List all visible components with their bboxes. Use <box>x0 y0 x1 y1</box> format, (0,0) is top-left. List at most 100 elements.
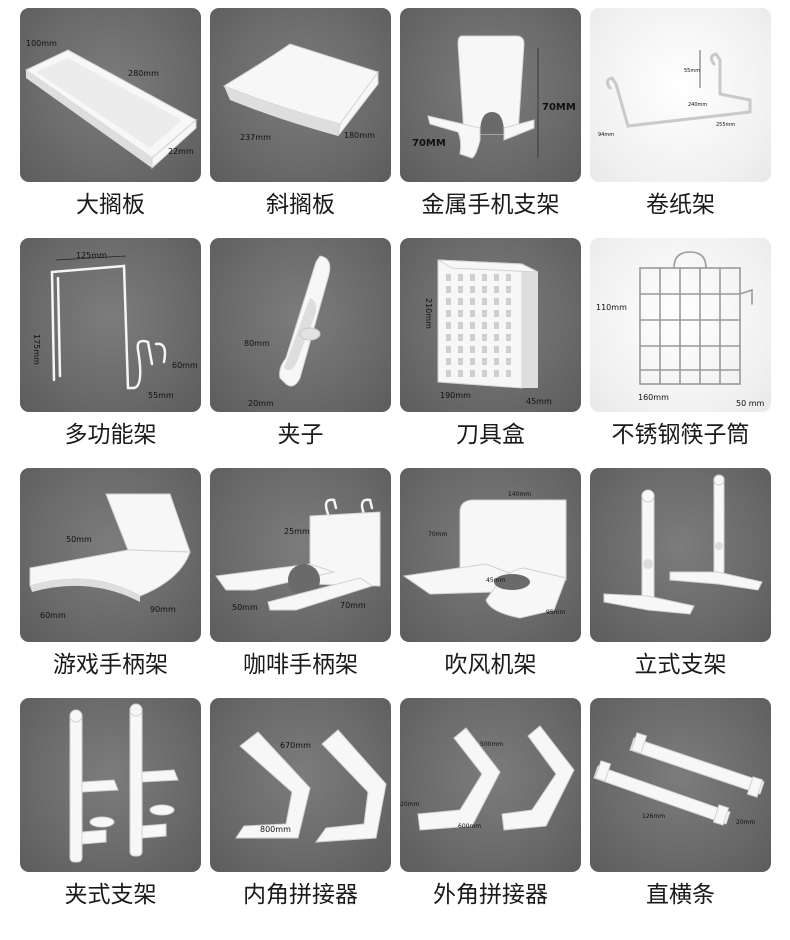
product-image-standing-bracket <box>590 468 771 642</box>
pegboard-hole <box>482 286 487 293</box>
product-card-clamp-bracket[interactable]: 夹式支架 <box>20 698 201 928</box>
product-name: 夹式支架 <box>64 882 157 908</box>
pegboard-hole <box>446 274 451 281</box>
pegboard-hole <box>506 310 511 317</box>
product-image-paper-holder: 55mm 240mm 94mm 255mm <box>590 8 771 182</box>
pegboard-hole <box>458 298 463 305</box>
dimension-label: 237mm <box>240 133 271 142</box>
product-card-coffee-handle-stand[interactable]: 25mm 50mm 70mm 咖啡手柄架 <box>210 468 391 698</box>
dimension-label: 70MM <box>542 102 576 113</box>
pegboard-hole <box>446 298 451 305</box>
dimension-label: 90mm <box>150 605 176 614</box>
dimension-label: 22mm <box>168 147 194 156</box>
pegboard-hole <box>446 370 451 377</box>
product-card-slanted-shelf[interactable]: 237mm 180mm 斜搁板 <box>210 8 391 238</box>
pegboard-hole <box>446 358 451 365</box>
pegboard-hole <box>458 322 463 329</box>
pegboard-hole <box>482 334 487 341</box>
pegboard-hole <box>506 322 511 329</box>
product-card-large-shelf[interactable]: 100mm 280mm 22mm 大搁板 <box>20 8 201 238</box>
product-name: 大搁板 <box>76 192 145 218</box>
product-name: 斜搁板 <box>266 192 335 218</box>
dimension-label: 175mm <box>32 334 41 365</box>
pegboard-hole <box>482 274 487 281</box>
pegboard-hole <box>494 286 499 293</box>
pegboard-hole <box>494 322 499 329</box>
product-card-outer-corner-connector[interactable]: 500mm 20mm 600mm 外角拼接器 <box>400 698 581 928</box>
dimension-label: 20mm <box>400 801 419 808</box>
dimension-label: 80mm <box>244 339 270 348</box>
pegboard-hole <box>494 298 499 305</box>
product-card-knife-box[interactable]: 210mm 190mm 45mm 刀具盒 <box>400 238 581 468</box>
pegboard-hole <box>506 370 511 377</box>
product-name: 咖啡手柄架 <box>243 652 358 678</box>
pegboard-hole <box>458 286 463 293</box>
product-card-multi-rack[interactable]: 125mm 175mm 60mm 55mm 多功能架 <box>20 238 201 468</box>
dimension-label: 50 mm <box>736 399 765 408</box>
pegboard-hole <box>506 346 511 353</box>
product-name: 多功能架 <box>64 422 157 448</box>
dimension-label: 94mm <box>598 132 614 138</box>
dimension-label: 20mm <box>248 399 274 408</box>
dimension-label: 60mm <box>40 611 66 620</box>
pegboard-hole <box>470 370 475 377</box>
dimension-label: 140mm <box>508 491 531 498</box>
pegboard-hole <box>506 298 511 305</box>
pegboard-hole <box>470 334 475 341</box>
pegboard-hole <box>458 334 463 341</box>
product-card-inner-corner-connector[interactable]: 670mm 800mm 内角拼接器 <box>210 698 391 928</box>
dimension-label: 20mm <box>736 819 755 826</box>
dimension-label: 45mm <box>526 397 552 406</box>
dimension-label: 70MM <box>412 138 446 149</box>
pegboard-hole <box>446 334 451 341</box>
product-image-inner-corner-connector: 670mm 800mm <box>210 698 391 872</box>
pegboard-hole <box>506 286 511 293</box>
pegboard-hole <box>470 346 475 353</box>
product-card-phone-stand[interactable]: 70MM 70MM 金属手机支架 <box>400 8 581 238</box>
dimension-label: 210mm <box>424 298 433 329</box>
product-card-hair-dryer-stand[interactable]: 140mm 70mm 45mm 95mm 吹风机架 <box>400 468 581 698</box>
product-image-gamepad-stand: 50mm 60mm 90mm <box>20 468 201 642</box>
dimension-label: 180mm <box>344 131 375 140</box>
product-image-clip: 80mm 20mm <box>210 238 391 412</box>
dimension-label: 190mm <box>440 391 471 400</box>
product-card-clip[interactable]: 80mm 20mm 夹子 <box>210 238 391 468</box>
product-image-large-shelf: 100mm 280mm 22mm <box>20 8 201 182</box>
product-card-standing-bracket[interactable]: 立式支架 <box>590 468 771 698</box>
pegboard-hole <box>458 358 463 365</box>
dimension-label: 60mm <box>172 361 198 370</box>
product-image-chopstick-holder: 110mm 160mm 50 mm <box>590 238 771 412</box>
pegboard-hole <box>470 310 475 317</box>
pegboard-hole <box>494 358 499 365</box>
pegboard-hole <box>506 274 511 281</box>
product-name: 刀具盒 <box>456 422 525 448</box>
pegboard-hole <box>506 358 511 365</box>
product-card-paper-holder[interactable]: 55mm 240mm 94mm 255mm 卷纸架 <box>590 8 771 238</box>
product-card-gamepad-stand[interactable]: 50mm 60mm 90mm 游戏手柄架 <box>20 468 201 698</box>
product-name: 内角拼接器 <box>243 882 358 908</box>
dimension-label: 500mm <box>480 741 503 748</box>
dimension-label: 25mm <box>284 527 310 536</box>
dimension-label: 160mm <box>638 393 669 402</box>
dimension-label: 800mm <box>260 825 291 834</box>
pegboard-hole <box>482 310 487 317</box>
dimension-label: 50mm <box>232 603 258 612</box>
product-name: 卷纸架 <box>646 192 715 218</box>
product-image-coffee-handle-stand: 25mm 50mm 70mm <box>210 468 391 642</box>
pegboard-hole <box>470 358 475 365</box>
product-name: 游戏手柄架 <box>53 652 168 678</box>
pegboard-hole <box>470 322 475 329</box>
dimension-label: 125mm <box>76 251 107 260</box>
pegboard-hole <box>506 334 511 341</box>
product-card-chopstick-holder[interactable]: 110mm 160mm 50 mm 不锈钢筷子筒 <box>590 238 771 468</box>
dimension-label: 240mm <box>688 102 707 108</box>
pegboard-hole <box>458 274 463 281</box>
pegboard-hole <box>482 358 487 365</box>
dimension-label: 280mm <box>128 69 159 78</box>
product-name: 立式支架 <box>634 652 727 678</box>
product-image-knife-box: 210mm 190mm 45mm <box>400 238 581 412</box>
pegboard-hole <box>494 346 499 353</box>
product-card-straight-bar[interactable]: 126mm 20mm 直横条 <box>590 698 771 928</box>
dimension-label: 70mm <box>428 531 447 538</box>
product-name: 不锈钢筷子筒 <box>611 422 750 448</box>
